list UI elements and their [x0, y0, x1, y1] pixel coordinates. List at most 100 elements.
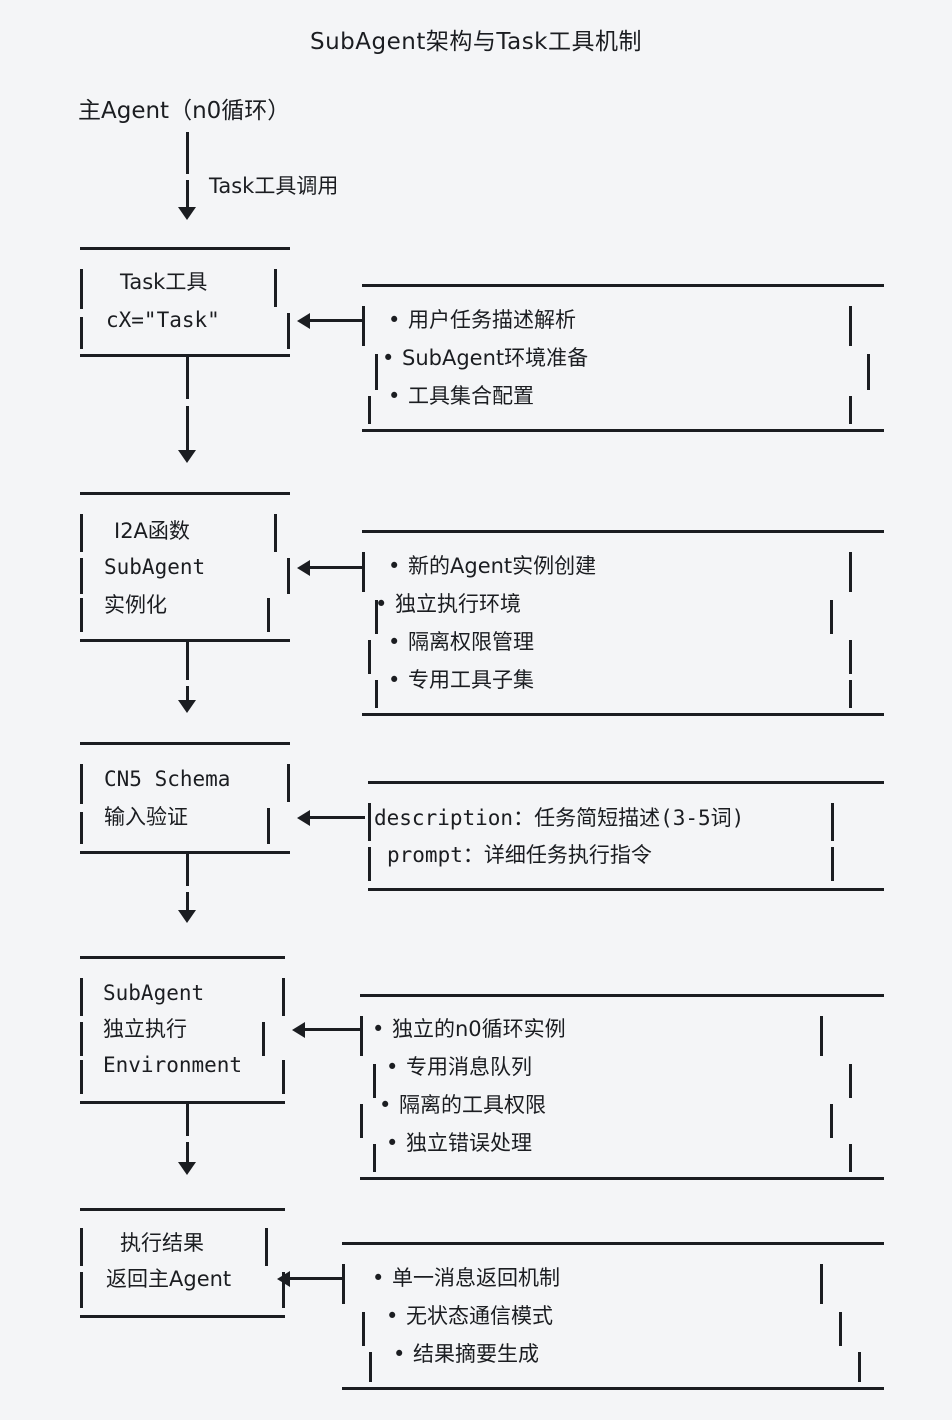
detail-border-left-seg — [342, 1264, 345, 1304]
detail-item-label: 单一消息返回机制 — [392, 1266, 560, 1290]
node-subagent-env[interactable] — [80, 956, 285, 1104]
bullet-dot-icon: • — [388, 308, 401, 332]
detail-box-subagent-env — [360, 994, 884, 1180]
node-border-right-seg — [287, 764, 290, 802]
flow-connector-segment — [186, 1142, 189, 1162]
flow-connector-segment — [186, 686, 189, 700]
detail-border-right-seg — [849, 1064, 852, 1098]
detail-border-right-seg — [839, 1312, 842, 1346]
node-border-left-seg — [80, 978, 83, 1016]
detail-box-result-return — [342, 1242, 884, 1390]
bullet-dot-icon: • — [372, 1017, 385, 1041]
flow-connector-arrowhead — [178, 1162, 196, 1175]
detail-border-left-seg — [375, 680, 378, 708]
root-connector-segment-1 — [186, 132, 189, 174]
detail-border-top — [362, 284, 884, 287]
detail-border-bottom — [368, 888, 884, 891]
node-border-bottom — [80, 354, 290, 357]
flow-connector-arrowhead — [178, 450, 196, 463]
root-node-label: 主Agent（n0循环） — [78, 98, 291, 124]
node-border-top — [80, 1208, 285, 1211]
root-connector-segment-2 — [186, 180, 189, 210]
detail-item: description：任务简短描述(3-5词) — [374, 806, 745, 830]
node-i2a-instantiate[interactable] — [80, 492, 290, 642]
detail-border-top — [368, 781, 884, 784]
detail-item-label: 用户任务描述解析 — [408, 308, 576, 332]
node-task-tool-line-0: Task工具 — [120, 270, 208, 294]
detail-border-left-seg — [362, 1312, 365, 1346]
flow-connector-segment — [186, 854, 189, 886]
detail-box-schema — [368, 781, 884, 891]
detail-border-right-seg — [849, 1144, 852, 1172]
bullet-dot-icon: • — [388, 630, 401, 654]
root-edge-caption: Task工具调用 — [209, 174, 339, 198]
detail-item: • 独立的n0循环实例 — [372, 1019, 566, 1040]
detail-border-left-seg — [360, 1104, 363, 1138]
detail-item: •专用消息队列 — [386, 1057, 532, 1078]
node-border-right-seg — [282, 1060, 285, 1094]
detail-item-label: 隔离权限管理 — [408, 630, 534, 654]
flow-connector-segment — [186, 1104, 189, 1136]
detail-border-right-seg — [831, 803, 834, 841]
node-schema-validate[interactable] — [80, 742, 290, 854]
detail-item-label: 专用工具子集 — [408, 668, 534, 692]
node-schema-line-0: CN5 Schema — [104, 767, 231, 791]
detail-border-right-seg — [830, 600, 833, 634]
bullet-dot-icon: • — [393, 1342, 406, 1366]
bullet-dot-icon: • — [375, 592, 388, 616]
detail-item-label: 隔离的工具权限 — [399, 1093, 546, 1117]
node-border-left-seg — [80, 1228, 83, 1266]
detail-border-top — [342, 1242, 884, 1245]
bullet-dot-icon: • — [388, 668, 401, 692]
detail-border-right-seg — [849, 552, 852, 592]
node-result-line-0: 执行结果 — [120, 1231, 204, 1255]
detail-arrow-shaft — [310, 319, 365, 322]
detail-border-bottom — [362, 713, 884, 716]
node-result-return[interactable] — [80, 1208, 285, 1318]
detail-item-label: 独立执行环境 — [395, 592, 521, 616]
node-result-line-1: 返回主Agent — [106, 1267, 232, 1291]
node-border-right-seg — [267, 808, 270, 844]
node-border-bottom — [80, 851, 290, 854]
detail-border-right-seg — [820, 1264, 823, 1304]
detail-item-label: 独立的n0循环实例 — [392, 1017, 566, 1041]
node-border-bottom — [80, 1101, 285, 1104]
detail-border-right-seg — [849, 680, 852, 708]
detail-border-top — [362, 530, 884, 533]
detail-border-left-seg — [368, 803, 371, 841]
detail-border-right-seg — [830, 1104, 833, 1138]
node-border-left-seg — [80, 514, 83, 552]
bullet-dot-icon: • — [388, 554, 401, 578]
node-i2a-line-1: SubAgent — [104, 555, 206, 579]
bullet-dot-icon: • — [382, 346, 395, 370]
node-border-bottom — [80, 639, 290, 642]
node-border-right-seg — [274, 514, 277, 552]
node-border-left-seg — [80, 317, 83, 349]
detail-arrow-head — [292, 1022, 305, 1038]
node-border-right-seg — [282, 1272, 285, 1308]
detail-border-top — [360, 994, 884, 997]
node-subagent-env-line-0: SubAgent — [103, 981, 205, 1005]
detail-border-bottom — [362, 429, 884, 432]
detail-item-label: 独立错误处理 — [406, 1131, 532, 1155]
detail-item-label: SubAgent环境准备 — [402, 346, 589, 370]
detail-border-left-seg — [369, 1352, 372, 1382]
root-connector-arrowhead — [178, 207, 196, 220]
detail-item: • 用户任务描述解析 — [388, 310, 576, 331]
node-border-left-seg — [80, 764, 83, 804]
diagram-title: SubAgent架构与Task工具机制 — [310, 29, 642, 55]
detail-border-left-seg — [375, 600, 378, 634]
node-task-tool-line-1: cX="Task" — [106, 308, 220, 332]
detail-item: • SubAgent环境准备 — [382, 348, 588, 369]
detail-border-left-seg — [360, 1016, 363, 1056]
node-border-right-seg — [282, 978, 285, 1016]
detail-item: •无状态通信模式 — [386, 1306, 553, 1327]
node-border-right-seg — [287, 313, 290, 349]
bullet-dot-icon: • — [386, 1131, 399, 1155]
detail-item: •单一消息返回机制 — [372, 1268, 560, 1289]
detail-item: •隔离的工具权限 — [379, 1095, 546, 1116]
node-border-bottom — [80, 1315, 285, 1318]
node-task-tool[interactable] — [80, 247, 290, 357]
detail-box-task-tool — [362, 284, 884, 432]
